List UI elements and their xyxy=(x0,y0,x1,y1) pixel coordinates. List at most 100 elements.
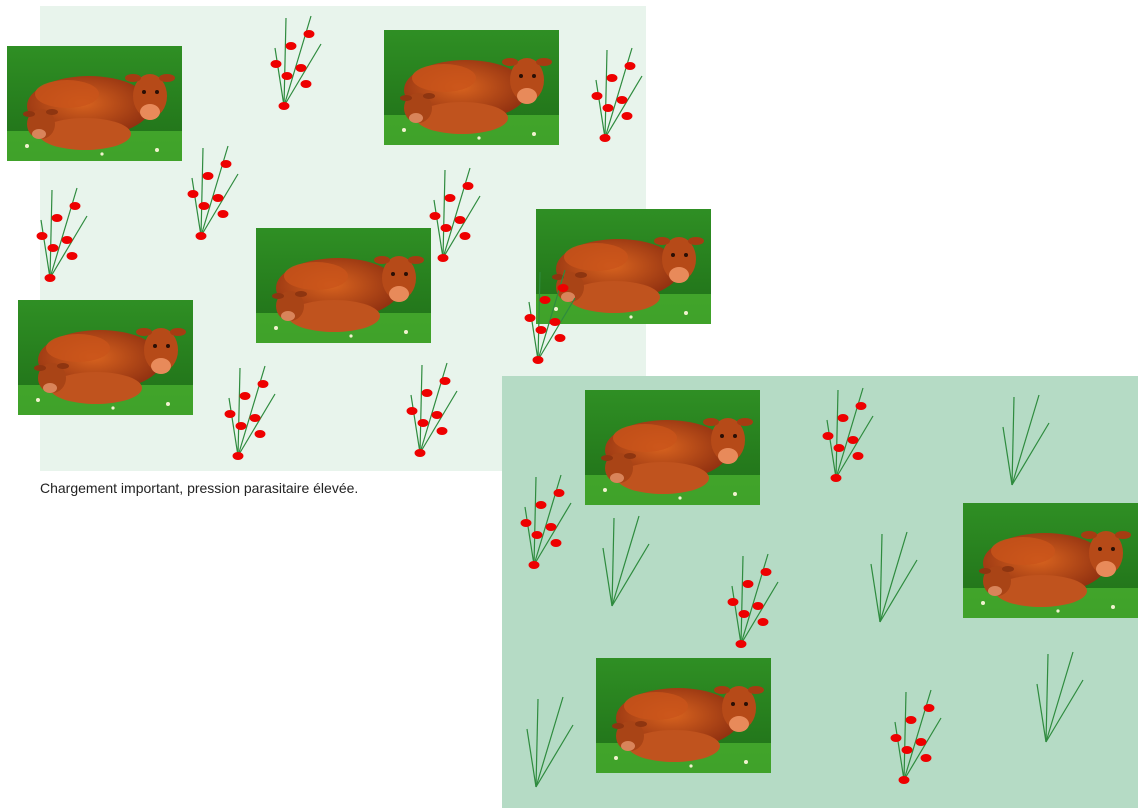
grass-blade xyxy=(611,515,640,607)
parasite-larva-icon xyxy=(232,452,244,460)
parasite-larva-icon xyxy=(212,194,224,202)
cow-and-calf-photo-icon xyxy=(256,228,431,343)
grass-blade xyxy=(419,364,423,454)
grass-blade xyxy=(49,189,53,279)
parasite-larva-icon xyxy=(257,380,269,388)
parasite-larva-icon xyxy=(406,407,418,415)
grass-blade xyxy=(604,47,633,139)
grass-blade xyxy=(524,506,535,566)
parasite-larva-icon xyxy=(198,202,210,210)
grass-blade xyxy=(537,271,541,361)
parasite-larva-icon xyxy=(454,216,466,224)
parasite-larva-icon xyxy=(549,318,561,326)
caption-text: Chargement important, pression parasitai… xyxy=(40,480,359,496)
parasite-larva-icon xyxy=(270,60,282,68)
grass-blade xyxy=(49,215,88,279)
parasite-larva-icon xyxy=(278,102,290,110)
parasite-larva-icon xyxy=(524,314,536,322)
infested-grass-tuft-icon xyxy=(822,387,874,482)
grass-blade xyxy=(879,533,883,623)
grass-blade xyxy=(903,691,907,781)
infested-grass-tuft-icon xyxy=(36,187,88,282)
grass-blade xyxy=(535,698,539,788)
infested-grass-tuft-icon xyxy=(520,474,572,569)
parasite-larva-icon xyxy=(830,474,842,482)
grass-blade xyxy=(528,301,539,361)
clean-grass-tuft-icon xyxy=(1036,651,1084,743)
parasite-larva-icon xyxy=(187,190,199,198)
grass-blade xyxy=(602,547,613,607)
parasite-larva-icon xyxy=(822,432,834,440)
parasite-larva-icon xyxy=(61,236,73,244)
parasite-larva-icon xyxy=(440,224,452,232)
cow-and-calf-photo-icon xyxy=(585,390,760,505)
parasite-larva-icon xyxy=(735,640,747,648)
infested-grass-tuft-icon xyxy=(224,365,276,460)
parasite-larva-icon xyxy=(300,80,312,88)
parasite-larva-icon xyxy=(553,489,565,497)
parasite-larva-icon xyxy=(66,252,78,260)
cow-and-calf-photo-icon xyxy=(18,300,193,415)
grass-blade xyxy=(533,476,537,566)
parasite-larva-icon xyxy=(47,244,59,252)
parasite-larva-icon xyxy=(545,523,557,531)
grass-blade xyxy=(228,397,239,457)
grass-blade xyxy=(1036,683,1047,743)
parasite-larva-icon xyxy=(847,436,859,444)
parasite-larva-icon xyxy=(742,580,754,588)
parasite-larva-icon xyxy=(217,210,229,218)
parasite-larva-icon xyxy=(915,738,927,746)
grass-blade xyxy=(1011,394,1040,486)
parasite-larva-icon xyxy=(550,539,562,547)
parasite-larva-icon xyxy=(752,602,764,610)
parasite-larva-icon xyxy=(249,414,261,422)
grass-blade xyxy=(879,531,908,623)
grass-blade xyxy=(1045,651,1074,743)
parasite-larva-icon xyxy=(738,610,750,618)
parasite-larva-icon xyxy=(436,427,448,435)
grass-blade xyxy=(731,585,742,645)
grass-blade xyxy=(533,502,572,566)
grass-blade xyxy=(191,177,202,237)
parasite-larva-icon xyxy=(69,202,81,210)
grass-blade xyxy=(740,553,769,645)
grass-blade xyxy=(835,415,874,479)
parasite-larva-icon xyxy=(624,62,636,70)
parasite-larva-icon xyxy=(44,274,56,282)
parasite-larva-icon xyxy=(727,598,739,606)
parasite-larva-icon xyxy=(195,232,207,240)
grass-blade xyxy=(237,367,241,457)
parasite-larva-icon xyxy=(429,212,441,220)
parasite-larva-icon xyxy=(621,112,633,120)
grass-blade xyxy=(526,728,537,788)
grass-blade xyxy=(200,147,204,237)
grass-blade xyxy=(826,419,837,479)
grass-blade xyxy=(835,387,864,479)
infested-grass-tuft-icon xyxy=(270,15,322,110)
grass-blade xyxy=(1045,653,1049,743)
parasite-larva-icon xyxy=(36,232,48,240)
parasite-larva-icon xyxy=(554,334,566,342)
parasite-larva-icon xyxy=(539,296,551,304)
grass-blade xyxy=(740,581,779,645)
parasite-larva-icon xyxy=(303,30,315,38)
grass-blade xyxy=(49,187,78,279)
grass-blade xyxy=(533,474,562,566)
parasite-larva-icon xyxy=(757,618,769,626)
grass-blade xyxy=(433,199,444,259)
grass-blade xyxy=(903,717,942,781)
parasite-larva-icon xyxy=(285,42,297,50)
parasite-larva-icon xyxy=(898,776,910,784)
parasite-larva-icon xyxy=(760,568,772,576)
parasite-larva-icon xyxy=(890,734,902,742)
parasite-larva-icon xyxy=(254,430,266,438)
parasite-larva-icon xyxy=(417,419,429,427)
parasite-larva-icon xyxy=(414,449,426,457)
cow-and-calf-photo-icon xyxy=(963,503,1138,618)
grass-blade xyxy=(442,169,446,259)
clean-grass-tuft-icon xyxy=(1002,394,1050,486)
grass-blade xyxy=(283,43,322,107)
grass-blade xyxy=(535,724,574,788)
parasite-larva-icon xyxy=(532,356,544,364)
